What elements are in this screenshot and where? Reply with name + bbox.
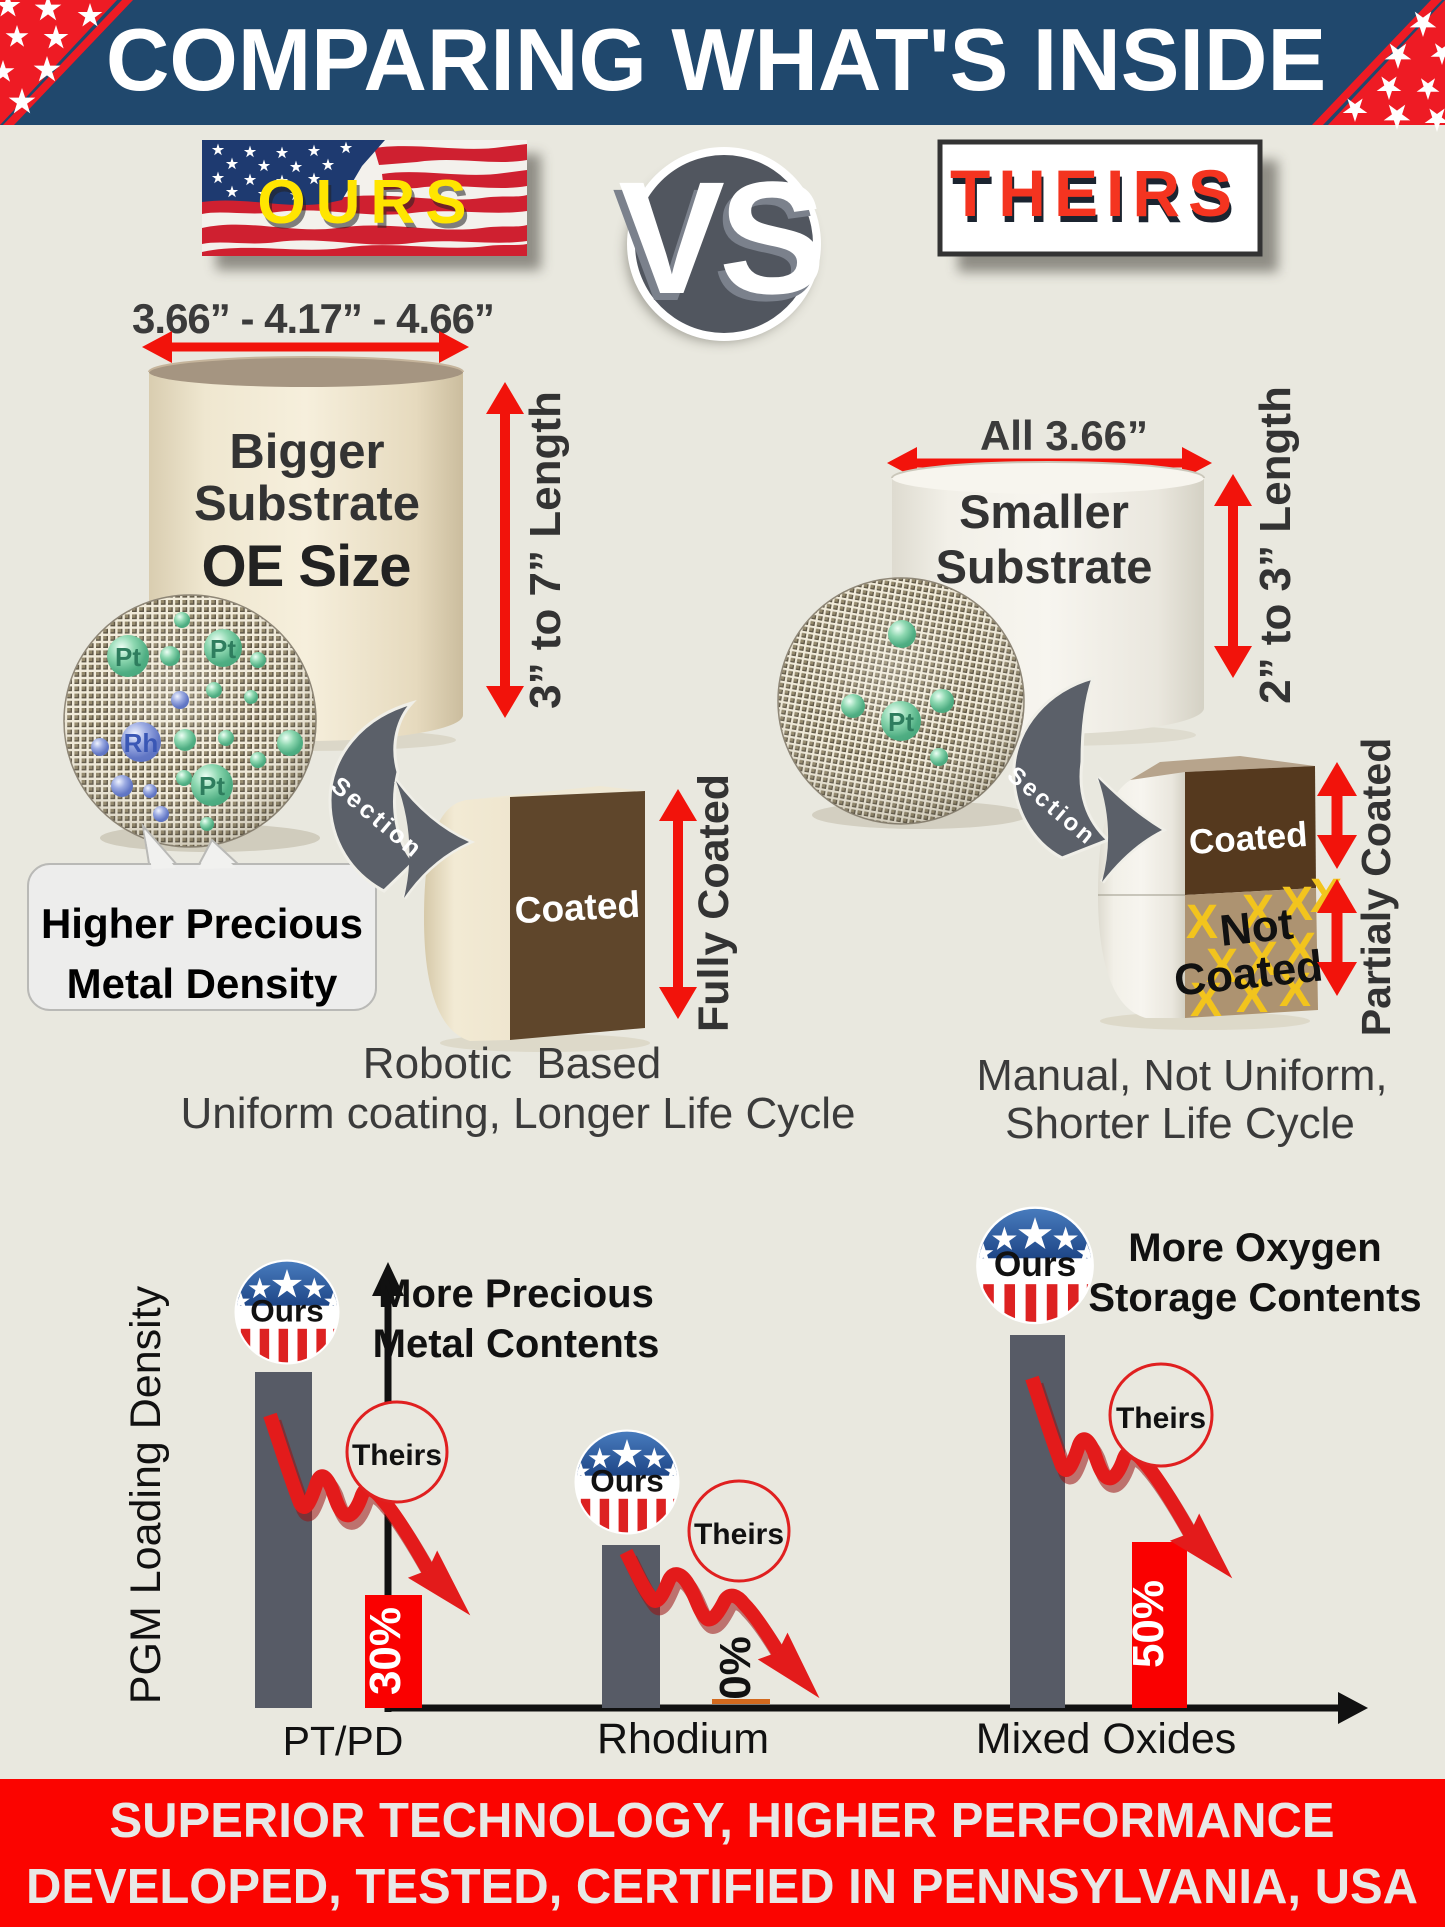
svg-text:PGM Loading Density: PGM Loading Density: [122, 1285, 170, 1704]
svg-text:Mixed Oxides: Mixed Oxides: [976, 1715, 1236, 1763]
svg-text:X: X: [1206, 940, 1238, 993]
svg-text:50%: 50%: [1124, 1580, 1173, 1668]
svg-text:2” to 3” Length: 2” to 3” Length: [1251, 386, 1300, 704]
svg-text:Pt: Pt: [888, 707, 914, 737]
svg-text:OURS: OURS: [260, 173, 479, 242]
svg-text:Not: Not: [1217, 899, 1295, 955]
svg-text:VS: VS: [618, 148, 820, 327]
svg-text:X: X: [1190, 974, 1222, 1027]
svg-text:Storage Contents: Storage Contents: [1088, 1276, 1421, 1320]
svg-text:3.66” - 4.17” - 4.66”: 3.66” - 4.17” - 4.66”: [132, 295, 494, 342]
svg-text:X: X: [1284, 924, 1316, 977]
svg-text:Coated: Coated: [514, 884, 641, 932]
svg-text:Pt: Pt: [210, 634, 236, 664]
svg-text:Fully Coated: Fully Coated: [690, 774, 738, 1032]
svg-text:Uniform coating, Longer Life C: Uniform coating, Longer Life Cycle: [181, 1089, 856, 1138]
svg-text:Partialy Coated: Partialy Coated: [1353, 738, 1399, 1037]
svg-text:Higher Precious: Higher Precious: [41, 900, 363, 947]
svg-text:All 3.66”: All 3.66”: [980, 412, 1148, 459]
svg-text:Theirs: Theirs: [694, 1518, 784, 1551]
svg-text:Pt: Pt: [115, 642, 141, 672]
svg-text:Metal Density: Metal Density: [67, 960, 338, 1007]
svg-text:Bigger: Bigger: [229, 425, 384, 479]
svg-text:THEIRS: THEIRS: [950, 156, 1240, 230]
svg-text:SUPERIOR TECHNOLOGY, HIGHER PE: SUPERIOR TECHNOLOGY, HIGHER PERFORMANCE: [109, 1794, 1334, 1848]
svg-text:Substrate: Substrate: [194, 477, 420, 531]
svg-text:Theirs: Theirs: [352, 1439, 442, 1472]
svg-text:Ours: Ours: [250, 1292, 323, 1328]
svg-text:PT/PD: PT/PD: [283, 1718, 404, 1764]
svg-text:Metal Contents: Metal Contents: [373, 1322, 660, 1366]
svg-text:COMPARING WHAT'S INSIDE: COMPARING WHAT'S INSIDE: [106, 10, 1326, 109]
svg-text:Rhodium: Rhodium: [597, 1715, 769, 1763]
svg-text:Coated: Coated: [1188, 815, 1309, 862]
svg-text:Rh: Rh: [124, 728, 159, 758]
svg-text:OURS: OURS: [257, 168, 476, 237]
svg-text:3” to 7” Length: 3” to 7” Length: [521, 391, 570, 709]
svg-text:DEVELOPED, TESTED, CERTIFIED I: DEVELOPED, TESTED, CERTIFIED IN PENNSYLV…: [26, 1860, 1418, 1914]
svg-text:Manual, Not Uniform,: Manual, Not Uniform,: [977, 1052, 1388, 1100]
svg-text:Shorter Life Cycle: Shorter Life Cycle: [1005, 1099, 1355, 1148]
svg-text:THEIRS: THEIRS: [952, 162, 1242, 236]
svg-text:More Oxygen: More Oxygen: [1128, 1226, 1381, 1270]
svg-text:0%: 0%: [711, 1636, 760, 1700]
svg-text:X: X: [1281, 878, 1313, 931]
svg-text:X: X: [1279, 964, 1311, 1017]
svg-text:X: X: [1242, 886, 1274, 939]
svg-text:OE Size: OE Size: [202, 534, 411, 599]
svg-text:X: X: [1246, 933, 1278, 986]
svg-text:Smaller: Smaller: [959, 485, 1129, 538]
svg-text:VS: VS: [612, 155, 814, 334]
svg-text:Substrate: Substrate: [936, 540, 1153, 593]
svg-text:Theirs: Theirs: [1116, 1402, 1206, 1435]
svg-text:Robotic Based: Robotic Based: [363, 1039, 661, 1088]
svg-text:30%: 30%: [361, 1607, 410, 1695]
svg-text:Pt: Pt: [199, 771, 225, 801]
svg-text:X: X: [1186, 896, 1218, 949]
svg-text:More Precious: More Precious: [378, 1272, 654, 1316]
svg-text:X: X: [1236, 970, 1268, 1023]
